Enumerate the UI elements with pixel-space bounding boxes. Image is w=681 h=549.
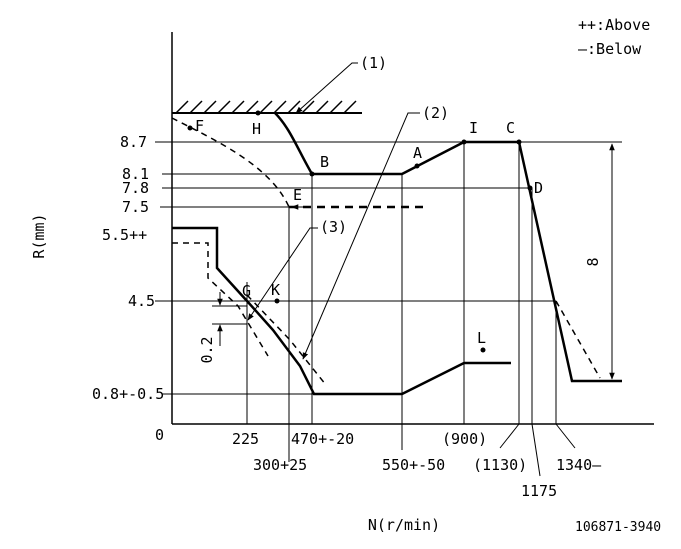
point-label-f: F bbox=[195, 117, 204, 135]
point-label-e: E bbox=[293, 186, 302, 204]
x-tick-1175: 1175 bbox=[521, 482, 557, 500]
x-axis-title: N(r/min) bbox=[368, 516, 440, 534]
origin-label: 0 bbox=[155, 426, 164, 444]
marker-k bbox=[274, 298, 280, 304]
point-label-b: B bbox=[320, 153, 329, 171]
leader-1130 bbox=[499, 423, 520, 449]
dashed-curve-mid bbox=[246, 294, 327, 386]
y-tick-5-5: 5.5++ bbox=[102, 226, 147, 244]
x-tick-900: (900) bbox=[442, 430, 487, 448]
x-tick-550: 550+-50 bbox=[382, 456, 445, 474]
marker-b bbox=[309, 171, 315, 177]
marker-c bbox=[516, 139, 522, 145]
point-label-h: H bbox=[252, 120, 261, 138]
callout-3-leader bbox=[247, 227, 318, 321]
point-label-i: I bbox=[469, 119, 478, 137]
y-tick-8-7: 8.7 bbox=[120, 133, 147, 151]
y-tick-8-1: 8.1 bbox=[122, 165, 149, 183]
solid-curve-low bbox=[172, 226, 511, 396]
x-tick-300: 300+25 bbox=[253, 456, 307, 474]
point-label-c: C bbox=[506, 119, 515, 137]
y-tick-0-8: 0.8+-0.5 bbox=[92, 385, 164, 403]
legend-above: ++:Above bbox=[578, 16, 650, 34]
dimension-gap-label: 0.2 bbox=[198, 336, 216, 363]
x-tick-1130: (1130) bbox=[473, 456, 527, 474]
callout-2-leader bbox=[302, 112, 420, 360]
marker-l bbox=[480, 347, 486, 353]
callout-1-leader bbox=[295, 62, 358, 114]
point-label-g: G bbox=[242, 282, 251, 300]
callout-3: (3) bbox=[320, 218, 347, 236]
leader-1340 bbox=[555, 423, 576, 449]
marker-i bbox=[461, 139, 467, 145]
y-tick-7-5: 7.5 bbox=[122, 198, 149, 216]
point-label-d: D bbox=[534, 179, 543, 197]
point-label-a: A bbox=[413, 144, 422, 162]
dimension-stroke-label: 8 bbox=[584, 257, 602, 266]
dashed-curve-high bbox=[555, 300, 601, 379]
point-label-k: K bbox=[271, 281, 280, 299]
legend-below: —:Below bbox=[578, 40, 642, 58]
marker-h bbox=[255, 110, 261, 116]
point-label-l: L bbox=[477, 329, 486, 347]
dashed-curve-low bbox=[172, 242, 269, 357]
solid-curve-main bbox=[274, 112, 622, 383]
y-tick-4-5: 4.5 bbox=[128, 292, 155, 310]
dashed-curve-upper bbox=[171, 117, 290, 208]
marker-d bbox=[527, 185, 533, 191]
y-axis-title: R(mm) bbox=[30, 213, 48, 258]
callout-1: (1) bbox=[360, 54, 387, 72]
y-tick-7-8: 7.8 bbox=[122, 179, 149, 197]
leader-1175 bbox=[531, 423, 541, 477]
x-tick-225: 225 bbox=[232, 430, 259, 448]
x-tick-470: 470+-20 bbox=[291, 430, 354, 448]
figure-id: 106871-3940 bbox=[575, 520, 661, 535]
marker-f bbox=[187, 125, 193, 131]
x-tick-1340: 1340— bbox=[556, 456, 602, 474]
marker-a bbox=[414, 163, 420, 169]
stopper-hatching bbox=[172, 100, 362, 114]
callout-2: (2) bbox=[422, 104, 449, 122]
